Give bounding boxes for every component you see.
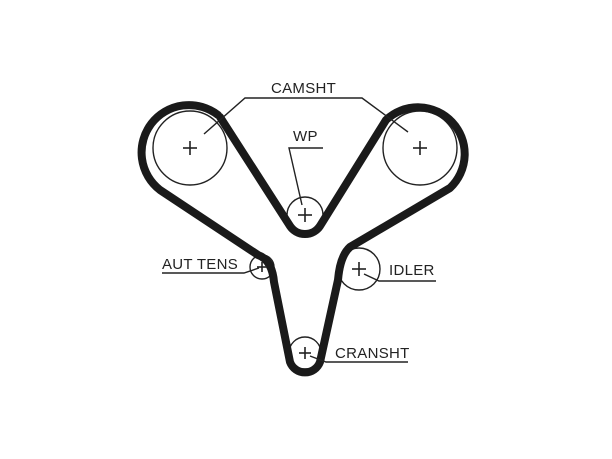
timing-belt	[137, 101, 469, 377]
auto-tensioner-center-icon	[257, 262, 267, 272]
right-camshaft-center-icon	[413, 141, 427, 155]
idler-center-icon	[352, 262, 366, 276]
crankshaft-label: CRANSHT	[335, 345, 410, 362]
left-camshaft-center-icon	[183, 141, 197, 155]
camshaft-leader-line	[203, 97, 409, 135]
water-pump-label: WP	[293, 128, 318, 145]
camshaft-label: CAMSHT	[271, 80, 336, 97]
crankshaft-center-icon	[299, 347, 311, 359]
idler-label: IDLER	[389, 262, 435, 279]
water-pump-center-icon	[298, 208, 312, 222]
water-pump-leader-line	[288, 147, 323, 206]
crankshaft-leader-line	[309, 355, 408, 363]
idler-leader-line	[363, 273, 436, 282]
auto-tensioner-leader-line	[162, 267, 260, 274]
auto-tensioner-label: AUT TENS	[162, 256, 238, 273]
